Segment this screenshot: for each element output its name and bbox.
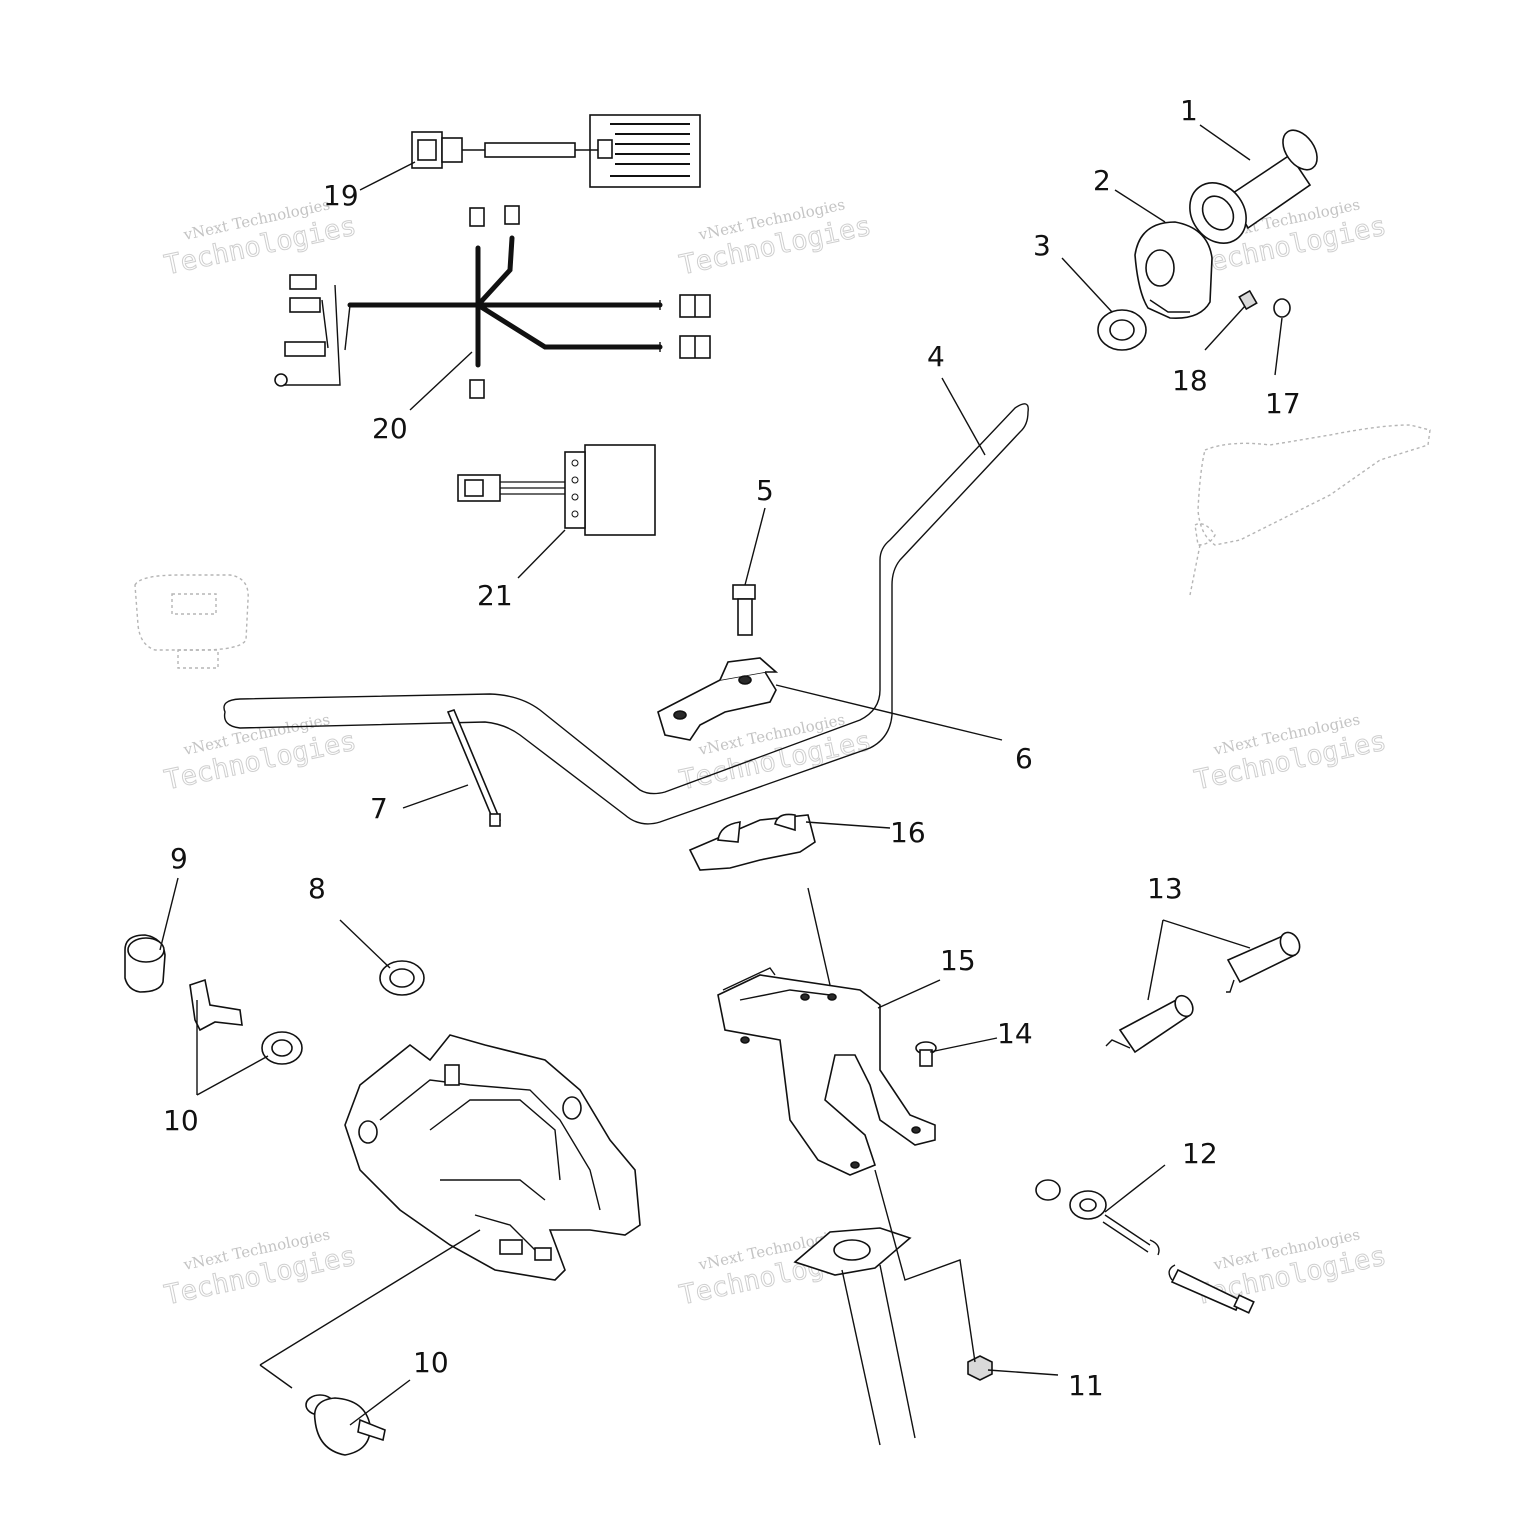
- part-16-lower-clamp: [688, 813, 816, 871]
- leader-lines: [159, 124, 1283, 1426]
- part-18-set-screw: [1238, 289, 1258, 311]
- callout-9: 9: [170, 842, 188, 875]
- callout-3: 3: [1033, 229, 1051, 262]
- callout-11: 11: [1068, 1369, 1104, 1402]
- callout-5: 5: [756, 474, 774, 507]
- part-13-fuse-holder: [1105, 931, 1301, 1054]
- part-10-switch: [305, 1394, 386, 1456]
- callout-7: 7: [370, 792, 388, 825]
- callout-17: 17: [1265, 387, 1301, 420]
- part-15-bracket: [717, 967, 936, 1176]
- callout-18: 18: [1172, 364, 1208, 397]
- part-10-key: [189, 978, 303, 1065]
- part-14-bolt: [915, 1041, 937, 1067]
- ghost-speedometer: [134, 574, 249, 669]
- callout-15: 15: [940, 944, 976, 977]
- callout-14: 14: [997, 1017, 1033, 1050]
- part-11-nut: [967, 1355, 993, 1381]
- part-5-bolt: [732, 584, 756, 636]
- part-21-module: [457, 444, 656, 536]
- part-17-cap: [1273, 298, 1291, 318]
- part-3-bushing: [1097, 309, 1147, 351]
- callout-12: 12: [1182, 1137, 1218, 1170]
- watermark: vNext Technologies Technologies: [161, 710, 359, 797]
- callout-13: 13: [1147, 872, 1183, 905]
- callout-1: 1: [1180, 94, 1198, 127]
- watermark: vNext Technologies Technologies: [676, 195, 874, 282]
- callout-16: 16: [890, 816, 926, 849]
- callout-19: 19: [323, 179, 359, 212]
- callout-21: 21: [477, 579, 513, 612]
- pod-housing: [344, 1034, 641, 1281]
- part-2-throttle-housing: [1134, 221, 1213, 319]
- callout-4: 4: [927, 340, 945, 373]
- part-8-grommet: [379, 960, 425, 996]
- steering-post: [793, 1227, 916, 1446]
- part-1-grip: [1189, 129, 1318, 244]
- part-20-wiring-harness: [274, 205, 711, 399]
- watermark: vNext Technologies Technologies: [1191, 710, 1389, 797]
- callout-20: 20: [372, 412, 408, 445]
- part-19-heater-pad: [411, 114, 701, 188]
- callout-10b: 10: [413, 1346, 449, 1379]
- callout-2: 2: [1093, 164, 1111, 197]
- part-12-cable: [1035, 1179, 1255, 1314]
- part-4-handlebar: [223, 403, 1029, 825]
- part-6-upper-clamp: [657, 657, 779, 741]
- callout-6: 6: [1015, 742, 1033, 775]
- ghost-brake-lever: [1189, 424, 1431, 596]
- callout-10a: 10: [163, 1104, 199, 1137]
- callouts: 1 2 3 4 5 6 7 8 9 10 10 11 12 13 14 15 1…: [163, 94, 1301, 1402]
- part-9-grommet: [124, 934, 166, 993]
- watermark: vNext Technologies Technologies: [161, 1225, 359, 1312]
- callout-8: 8: [308, 872, 326, 905]
- part-7-cable-tie: [446, 709, 502, 827]
